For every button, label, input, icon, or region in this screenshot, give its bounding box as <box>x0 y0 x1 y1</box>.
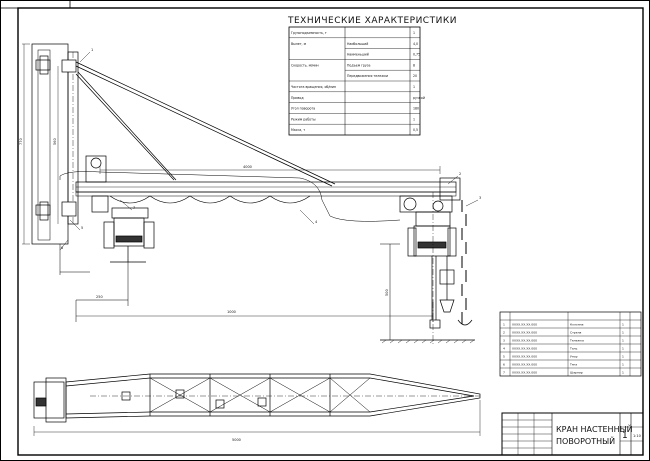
part-number: 7 <box>503 371 505 375</box>
hoist-left <box>85 155 155 263</box>
part-name: Таль <box>569 347 578 351</box>
hoist-right <box>399 192 473 345</box>
part-name: Колонна <box>570 323 584 327</box>
spec-row-sub: Наибольший <box>347 42 368 46</box>
spec-row-label: Привод <box>291 96 304 100</box>
dim-column-height: 770 <box>19 138 23 145</box>
part-number: 1 <box>503 323 505 327</box>
dim-elevation: 500 <box>385 289 389 296</box>
spec-row-label: Вылет, м <box>291 42 307 46</box>
part-code: ХХХХ.ХХ.ХХ.000 <box>512 339 537 343</box>
tie-rod-lower <box>75 73 175 181</box>
title-sheet-number: 1 <box>622 431 628 441</box>
spec-table: ТЕХНИЧЕСКИЕ ХАРАКТЕРИСТИКИ Грузоподъемно… <box>287 16 457 136</box>
callout-label: 4 <box>315 220 318 224</box>
spec-row-sub: Подъем груза <box>347 63 370 67</box>
spec-row-value: 20 <box>413 74 417 78</box>
plan-view <box>33 373 481 436</box>
dim-plan-length: 5000 <box>232 438 241 442</box>
part-name: Тяга <box>569 363 577 367</box>
spec-row-value: 180 <box>413 107 419 111</box>
spec-row-value: 0,75 <box>413 53 420 57</box>
part-qty: 1 <box>622 331 624 335</box>
tie-rod-upper <box>75 61 336 185</box>
spec-row-label: Скорость, м/мин <box>291 63 319 67</box>
spec-row-value: ручной <box>413 96 425 100</box>
spec-row-label: Масса, т <box>291 128 305 132</box>
spec-row-value: 0,5 <box>413 128 418 132</box>
part-qty: 1 <box>622 347 624 351</box>
part-code: ХХХХ.ХХ.ХХ.000 <box>512 331 537 335</box>
spec-row-value: 4,0 <box>413 42 418 46</box>
boom-end <box>439 177 461 201</box>
spec-title: ТЕХНИЧЕСКИЕ ХАРАКТЕРИСТИКИ <box>287 16 457 26</box>
boom-assembly <box>59 61 461 222</box>
callout-label: 7 <box>133 206 135 210</box>
title-block <box>501 412 644 456</box>
title-scale: 1:10 <box>633 434 641 438</box>
part-name: Шарнир <box>570 371 583 375</box>
spec-row-label: Грузоподъемность, т <box>291 31 327 35</box>
part-code: ХХХХ.ХХ.ХХ.000 <box>512 371 537 375</box>
spec-row-value: 1 <box>413 117 415 121</box>
part-code: ХХХХ.ХХ.ХХ.000 <box>512 347 537 351</box>
dim-bottom-left: 250 <box>96 295 103 299</box>
spec-row-value: 1 <box>413 85 415 89</box>
part-qty: 1 <box>622 363 624 367</box>
column-assembly <box>22 43 79 245</box>
part-name: Стрела <box>570 331 582 335</box>
top-stamp-box <box>0 0 71 9</box>
part-qty: 1 <box>622 355 624 359</box>
spec-row-value: 8 <box>413 63 415 67</box>
part-number: 5 <box>503 355 505 359</box>
title-name-line1: КРАН НАСТЕННЫЙ <box>556 423 633 434</box>
dim-column-inner: 560 <box>53 138 57 145</box>
dim-span: 1000 <box>227 310 236 314</box>
part-qty: 1 <box>622 339 624 343</box>
part-name: Упор <box>570 355 578 359</box>
part-number: 3 <box>503 339 505 343</box>
spec-row-value: 1 <box>413 31 415 35</box>
part-name: Тележка <box>569 339 584 343</box>
hoist-body-right <box>413 225 451 257</box>
drawing-frame <box>17 7 644 456</box>
callout-label: 2 <box>459 172 461 176</box>
callout-label: 6 <box>61 246 63 250</box>
part-qty: 1 <box>622 323 624 327</box>
dim-boom: 4000 <box>243 165 252 169</box>
spec-row-sub: Передвижения тележки <box>347 74 388 78</box>
part-code: ХХХХ.ХХ.ХХ.000 <box>512 363 537 367</box>
part-number: 2 <box>503 331 505 335</box>
part-number: 4 <box>503 347 505 351</box>
part-qty: 1 <box>622 371 624 375</box>
ground-and-dims <box>59 243 475 344</box>
callout-label: 1 <box>91 48 93 52</box>
spec-row-label: Угол поворота <box>291 107 315 111</box>
callouts: 1 2 3 4 5 6 7 <box>59 48 481 251</box>
spec-row-sub: Наименьший <box>347 53 369 57</box>
part-number: 6 <box>503 363 505 367</box>
part-code: ХХХХ.ХХ.ХХ.000 <box>512 323 537 327</box>
spec-row-label: Частота вращения, об/мин <box>291 85 336 89</box>
callout-label: 3 <box>479 196 481 200</box>
spec-row-label: Режим работы <box>291 117 316 121</box>
part-code: ХХХХ.ХХ.ХХ.000 <box>512 355 537 359</box>
title-name-line2: ПОВОРОТНЫЙ <box>556 435 615 446</box>
callout-label: 5 <box>81 226 83 230</box>
